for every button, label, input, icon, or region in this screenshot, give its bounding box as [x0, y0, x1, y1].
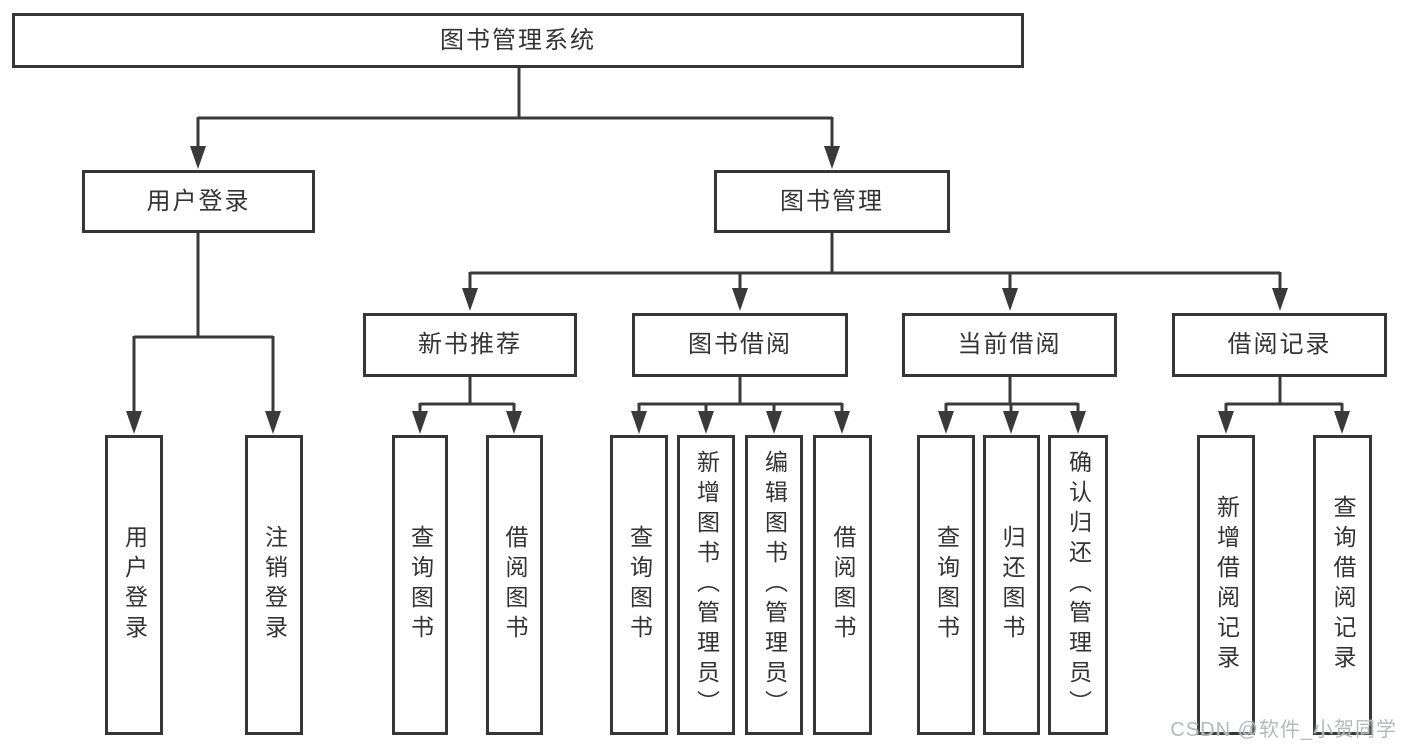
node-leaf-cb-query-books: 查询图书 [917, 435, 975, 735]
node-current-borrowing: 当前借阅 [902, 313, 1117, 377]
node-leaf-logout: 注销登录 [245, 435, 303, 735]
node-label: 图书管理 [780, 187, 884, 215]
node-label: 查询图书 [407, 525, 434, 645]
node-leaf-cb-return-books: 归还图书 [983, 435, 1040, 735]
node-label: 图书管理系统 [440, 26, 596, 54]
node-label: 借阅图书 [502, 525, 528, 645]
node-label: 查询借阅记录 [1330, 495, 1356, 675]
node-leaf-bb-borrow-books: 借阅图书 [813, 435, 872, 735]
node-label: 编辑图书（管理员） [761, 450, 788, 720]
node-borrowing-records: 借阅记录 [1172, 313, 1387, 377]
node-leaf-nbr-query-books: 查询图书 [392, 435, 448, 735]
node-new-book-recommend: 新书推荐 [363, 313, 577, 377]
node-label: 当前借阅 [957, 331, 1062, 358]
watermark: CSDN @软件_小贺同学 [1170, 719, 1397, 741]
node-leaf-cb-confirm-return-admin: 确认归还（管理员） [1048, 435, 1108, 735]
node-leaf-user-login: 用户登录 [105, 435, 163, 735]
node-book-management: 图书管理 [714, 170, 950, 233]
node-label: 借阅记录 [1227, 331, 1332, 358]
node-leaf-br-query-record: 查询借阅记录 [1313, 435, 1372, 735]
node-leaf-bb-add-books-admin: 新增图书（管理员） [677, 435, 735, 735]
node-label: 归还图书 [999, 525, 1025, 645]
node-label: 查询图书 [626, 525, 653, 645]
node-label: 新增借阅记录 [1213, 495, 1240, 675]
node-label: 图书借阅 [688, 331, 792, 358]
node-label: 用户登录 [121, 525, 148, 645]
node-leaf-bb-edit-books-admin: 编辑图书（管理员） [745, 435, 803, 735]
node-leaf-br-add-record: 新增借阅记录 [1197, 435, 1255, 735]
node-user-login: 用户登录 [82, 170, 315, 233]
node-label: 借阅图书 [830, 525, 856, 645]
node-label: 确认归还（管理员） [1065, 450, 1092, 720]
node-book-borrowing: 图书借阅 [632, 313, 848, 377]
node-label: 新书推荐 [418, 331, 522, 358]
node-label: 注销登录 [261, 525, 288, 645]
node-label: 新增图书（管理员） [693, 450, 720, 720]
node-leaf-bb-query-books: 查询图书 [610, 435, 668, 735]
node-label: 查询图书 [933, 525, 960, 645]
node-book-management-system: 图书管理系统 [12, 13, 1024, 68]
node-leaf-nbr-borrow-books: 借阅图书 [486, 435, 543, 735]
node-label: 用户登录 [146, 187, 251, 215]
